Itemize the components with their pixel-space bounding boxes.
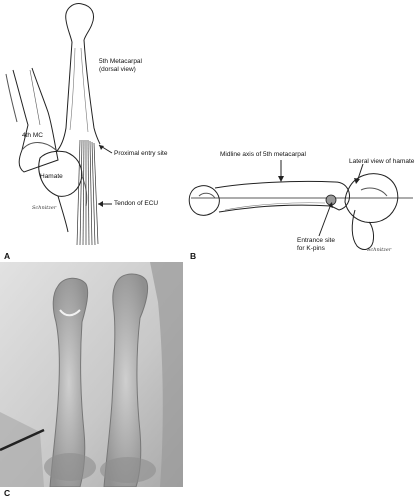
panel-letter-a: A xyxy=(4,251,11,261)
metacarpal-shaft-lateral xyxy=(214,180,336,189)
k-wire xyxy=(0,428,45,452)
panel-c-radiograph xyxy=(0,262,183,487)
hamate-lateral xyxy=(344,173,399,223)
panel-letter-b: B xyxy=(190,251,197,261)
signature-b: Schnitzer xyxy=(367,247,392,253)
signature-a: Schnitzer xyxy=(32,205,57,211)
label-hamate: Hamate xyxy=(40,173,63,180)
label-midline-axis: Midline axis of 5th metacarpal xyxy=(220,151,306,158)
label-tendon-ecu: Tendon of ECU xyxy=(114,200,159,207)
panel-b-illustration xyxy=(188,160,413,250)
label-entrance-site: Entrance site for K-pins xyxy=(297,237,335,252)
panel-a-illustration xyxy=(5,3,113,246)
panel-letter-c: C xyxy=(4,488,11,498)
metacarpal-head-lateral xyxy=(188,185,220,216)
label-proximal-entry-site: Proximal entry site xyxy=(114,150,168,157)
label-lateral-hamate: Lateral view of hamate xyxy=(349,158,415,165)
fifth-metacarpal-shaft xyxy=(55,41,73,153)
label-fourth-mc: 4th MC xyxy=(22,132,43,139)
ecu-tendon xyxy=(76,139,99,246)
fifth-metacarpal-head xyxy=(65,3,95,41)
label-fifth-metacarpal: 5th Metacarpal (dorsal view) xyxy=(99,58,142,73)
entrance-leader xyxy=(318,203,332,237)
radiograph-image xyxy=(0,262,183,487)
fourth-metacarpal-shaft xyxy=(12,67,59,173)
